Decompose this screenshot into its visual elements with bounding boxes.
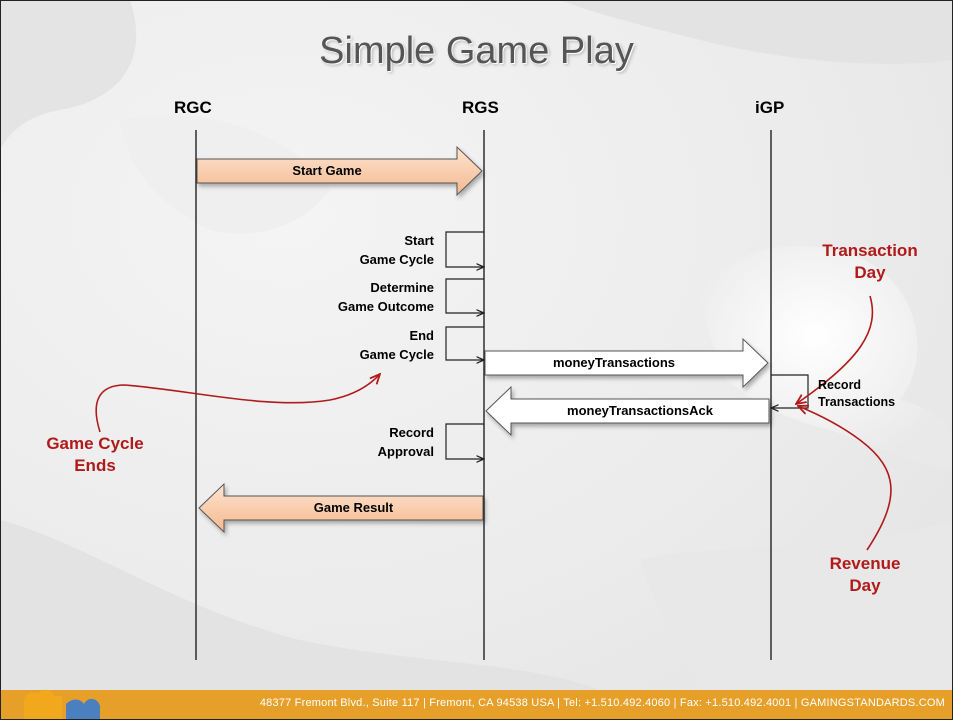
start-cycle-loop — [445, 231, 484, 267]
record-approval-label: Record Approval — [377, 425, 434, 459]
game-result-label: Game Result — [313, 500, 394, 515]
start-game-arrow — [196, 145, 483, 197]
money-transactions-arrow — [484, 337, 769, 389]
revenue-day-pointer — [798, 406, 892, 551]
determine-outcome-loop — [445, 278, 484, 313]
record-transactions-loop — [771, 374, 809, 408]
money-transactions-ack-label: moneyTransactionsAck — [567, 403, 713, 418]
end-cycle-label: End Game Cycle — [359, 328, 434, 362]
money-transactions-ack-arrow — [485, 385, 770, 437]
game-cycle-ends-callout: Game Cycle Ends — [46, 434, 144, 475]
revenue-day-callout: Revenue Day — [829, 554, 901, 595]
puzzle-logo-icon — [24, 689, 100, 720]
end-cycle-loop — [445, 326, 484, 360]
slide-title: Simple Game Play — [319, 30, 634, 72]
record-transactions-label: Record Transactions — [818, 378, 896, 409]
game-result-arrow — [198, 482, 484, 534]
footer-bar — [0, 690, 953, 720]
lane-header-rgc: RGC — [174, 98, 212, 117]
transaction-day-pointer — [796, 295, 874, 404]
determine-outcome-label: Determine Game Outcome — [337, 280, 434, 314]
lane-header-rgs: RGS — [462, 98, 499, 117]
start-game-label: Start Game — [292, 163, 362, 178]
start-cycle-label: Start Game Cycle — [359, 233, 434, 267]
money-transactions-label: moneyTransactions — [552, 355, 676, 370]
lane-header-igp: iGP — [755, 98, 785, 117]
transaction-day-callout: Transaction Day — [822, 241, 918, 282]
record-approval-loop — [445, 423, 484, 459]
game-cycle-ends-pointer — [95, 374, 380, 433]
footer-contact-text: 48377 Fremont Blvd., Suite 117 | Fremont… — [259, 697, 945, 709]
